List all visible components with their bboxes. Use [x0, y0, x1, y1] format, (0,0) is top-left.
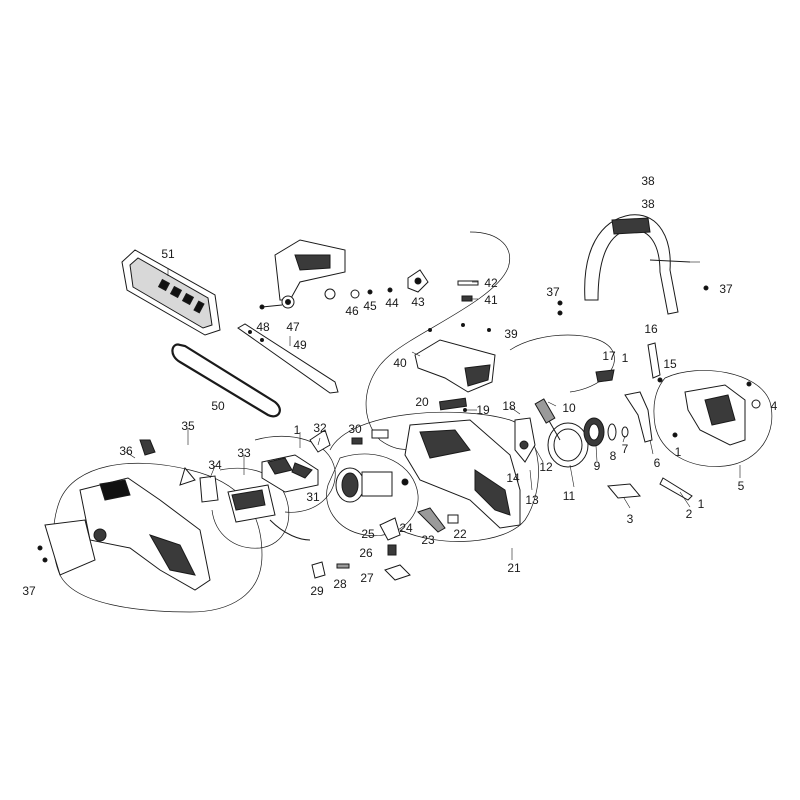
callout-8: 8: [609, 449, 617, 463]
callout-39: 39: [504, 327, 518, 341]
callout-42: 42: [484, 276, 498, 290]
callout-22: 22: [453, 527, 467, 541]
part-controller-33: [139, 439, 311, 541]
callout-47: 47: [286, 320, 300, 334]
group-outline-center-line: [365, 231, 510, 450]
callout-6: 6: [653, 456, 661, 470]
part-battery-pack-31: [261, 454, 319, 493]
callout-1-a: 1: [621, 351, 629, 365]
part-brake-band-12: [514, 417, 536, 463]
part-screws-37: [37, 285, 709, 563]
callout-38-top: 38: [641, 174, 655, 188]
callout-30: 30: [348, 422, 362, 436]
callout-43: 43: [411, 295, 425, 309]
callout-17: 17: [602, 349, 616, 363]
part-battery-housing-40: [414, 323, 496, 393]
callout-18: 18: [502, 399, 516, 413]
callout-35: 35: [181, 419, 195, 433]
part-brake-linkage-6: [595, 342, 678, 443]
part-front-handle-mount-47: [259, 239, 346, 310]
part-plate-3: [607, 483, 641, 499]
callout-32: 32: [313, 421, 327, 435]
callout-16: 16: [644, 322, 658, 336]
callout-29: 29: [310, 584, 324, 598]
callout-1-c: 1: [674, 445, 682, 459]
part-oil-cap-23: [417, 507, 459, 533]
part-connector-20: [439, 397, 467, 412]
group-outline-battery: [254, 435, 336, 513]
group-outline-main-body: [329, 411, 539, 542]
callout-23: 23: [421, 533, 435, 547]
part-tensioner-knob-43: [407, 269, 429, 293]
callout-3: 3: [626, 512, 634, 526]
part-guide-bar-49: [237, 323, 339, 394]
callout-27: 27: [360, 571, 374, 585]
callout-12: 12: [539, 460, 553, 474]
callout-26: 26: [359, 546, 373, 560]
part-motor-24: [335, 467, 409, 503]
callout-14: 14: [506, 471, 520, 485]
part-drive-gear-9: [583, 417, 629, 447]
callout-2: 2: [685, 507, 693, 521]
callout-15: 15: [663, 357, 677, 371]
callout-20: 20: [415, 395, 429, 409]
part-left-housing-36: [44, 477, 211, 591]
callout-37-upper: 37: [546, 285, 560, 299]
callout-37-left: 37: [22, 584, 36, 598]
callout-48: 48: [256, 320, 270, 334]
callout-34: 34: [208, 458, 222, 472]
callout-1-d: 1: [697, 497, 705, 511]
callout-33: 33: [237, 446, 251, 460]
callout-44: 44: [385, 296, 399, 310]
part-switch-30: [309, 429, 389, 453]
group-outline-motor: [326, 453, 419, 537]
callout-7: 7: [621, 442, 629, 456]
callout-45: 45: [363, 299, 377, 313]
callout-13: 13: [525, 493, 539, 507]
callout-5: 5: [737, 479, 745, 493]
callout-41: 41: [484, 293, 498, 307]
part-pin-spring-41-42: [457, 280, 479, 302]
callout-40: 40: [393, 356, 407, 370]
callout-31: 31: [306, 490, 320, 504]
callout-38: 38: [641, 197, 655, 211]
callout-10: 10: [562, 401, 576, 415]
part-saw-chain-50: [171, 343, 281, 418]
part-bracket-2: [659, 477, 693, 501]
callout-4: 4: [770, 399, 778, 413]
callout-21: 21: [507, 561, 521, 575]
part-rear-handle-38: [584, 214, 691, 315]
part-trigger-parts-25-27: [379, 517, 411, 581]
callout-46: 46: [345, 304, 359, 318]
leader-lines: [125, 268, 741, 560]
callout-1-b: 1: [293, 423, 301, 437]
part-spring-28: [311, 561, 350, 579]
callout-9: 9: [593, 459, 601, 473]
part-chain-cover-51: [121, 249, 221, 336]
callout-11: 11: [562, 489, 576, 503]
group-outline-right-cover: [653, 370, 773, 467]
part-small-hardware-44-46: [350, 287, 393, 299]
callout-19: 19: [476, 403, 490, 417]
callout-51: 51: [161, 247, 175, 261]
callout-25: 25: [361, 527, 375, 541]
callout-28: 28: [333, 577, 347, 591]
group-outline-sprocket: [509, 334, 615, 393]
callout-36: 36: [119, 444, 133, 458]
group-outline-guard-left: [211, 467, 290, 549]
part-sprocket-assembly-10-11: [534, 398, 589, 468]
part-main-housing-21: [404, 419, 521, 529]
part-side-cover-5: [684, 381, 761, 446]
callout-49: 49: [293, 338, 307, 352]
callout-24: 24: [399, 521, 413, 535]
callout-37-right: 37: [719, 282, 733, 296]
callout-50: 50: [211, 399, 225, 413]
